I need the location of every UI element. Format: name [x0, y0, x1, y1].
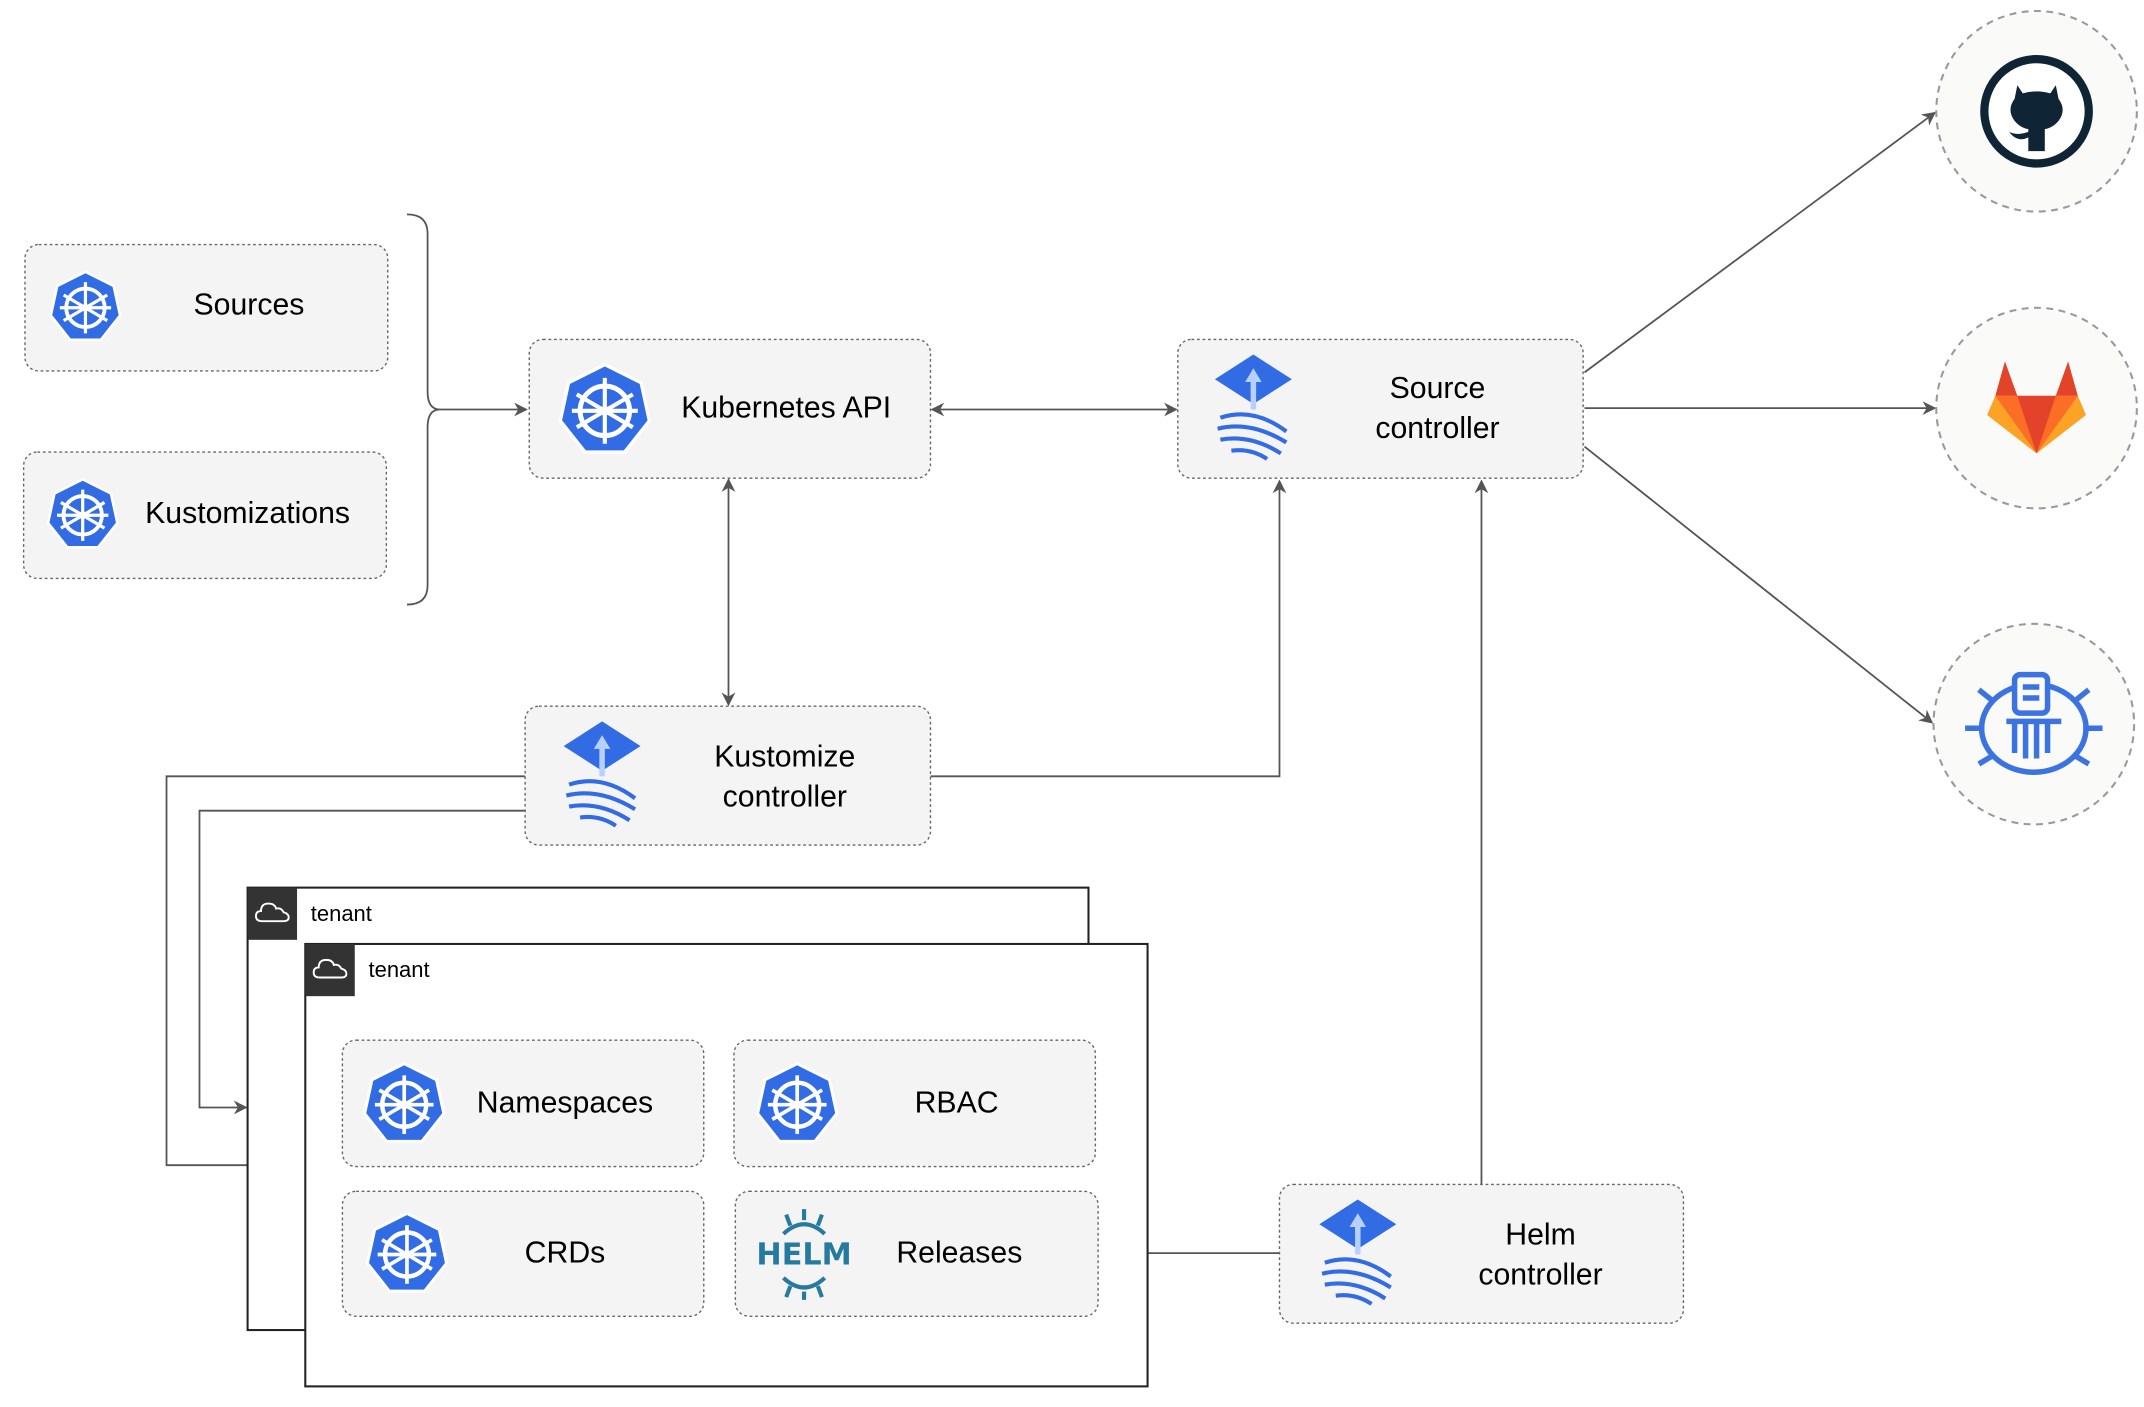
- tenant-label: tenant: [311, 901, 372, 926]
- helm-logo-text: HELM: [756, 1237, 851, 1272]
- edge-kustomize-to-tenant-back: [198, 809, 526, 1115]
- tenant-front: tenant Namespaces RBAC CRDs HELM Release…: [304, 942, 1149, 1388]
- node-kubernetes-api[interactable]: Kubernetes API: [528, 338, 932, 479]
- node-namespaces[interactable]: Namespaces: [341, 1039, 705, 1168]
- edge-kustomize-to-source-controller: [930, 479, 1287, 778]
- node-label-line1: Kustomize: [714, 740, 855, 773]
- github-node[interactable]: [1935, 9, 2138, 213]
- node-label-line1: Source: [1390, 372, 1486, 405]
- edge-kustomize-to-tenant-front: [165, 775, 526, 1173]
- node-label: CRDs: [525, 1236, 606, 1269]
- node-kustomize-controller[interactable]: Kustomize controller: [524, 705, 932, 846]
- node-rbac[interactable]: RBAC: [733, 1039, 1097, 1168]
- node-source-controller[interactable]: Source controller: [1177, 338, 1584, 479]
- node-kustomizations[interactable]: Kustomizations: [22, 451, 388, 580]
- node-label-line2: controller: [1478, 1258, 1602, 1291]
- node-crds[interactable]: CRDs: [341, 1190, 705, 1318]
- node-label-line2: controller: [1375, 412, 1499, 445]
- node-releases[interactable]: HELM Releases: [734, 1190, 1099, 1318]
- edge-source-to-github: [1583, 111, 1936, 374]
- node-label-line2: controller: [723, 780, 847, 813]
- grouping-brace: [406, 213, 441, 606]
- gitlab-node[interactable]: [1935, 306, 2138, 510]
- gitlab-icon: [1987, 361, 2087, 454]
- node-label: Kubernetes API: [681, 391, 891, 424]
- node-label-line1: Helm: [1505, 1219, 1576, 1252]
- node-label: Sources: [194, 288, 305, 321]
- harbor-helm-repository-icon: [1965, 671, 2103, 775]
- node-helm-controller[interactable]: Helm controller: [1278, 1183, 1685, 1324]
- node-label: RBAC: [915, 1087, 999, 1120]
- node-sources[interactable]: Sources: [24, 243, 389, 372]
- tenant-label: tenant: [369, 957, 430, 982]
- node-label: Namespaces: [477, 1087, 653, 1120]
- node-label: Kustomizations: [145, 497, 350, 530]
- helm-icon: HELM: [756, 1209, 852, 1300]
- tenant-header-badge: [247, 887, 298, 940]
- helm-repository-node[interactable]: [1932, 622, 2136, 826]
- github-icon: [1980, 54, 2093, 168]
- edge-source-to-helm-repo: [1583, 445, 1934, 724]
- node-label: Releases: [896, 1236, 1022, 1269]
- tenant-header-badge: [305, 943, 355, 997]
